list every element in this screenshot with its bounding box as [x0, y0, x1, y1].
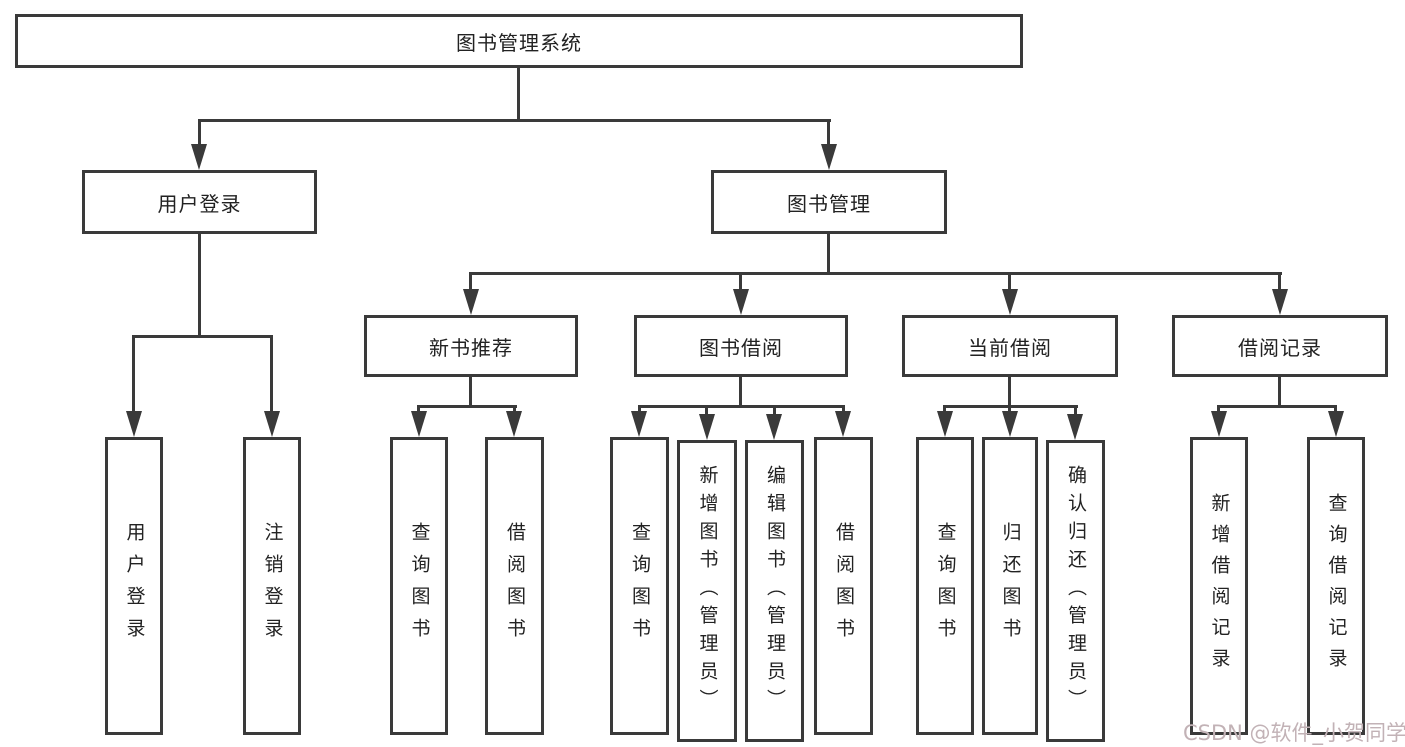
connector-borrow-record-feed	[1278, 377, 1281, 406]
leaf-cb-confirm-label: 确认归还（管理员）	[1065, 465, 1087, 717]
node-leaf-br-query: 查询借阅记录	[1307, 437, 1365, 735]
arrowhead-bb-query	[631, 411, 647, 437]
arrowhead-book-mgmt	[821, 144, 837, 170]
connector-drop-book-borrow	[739, 272, 742, 292]
leaf-rec-query-label: 查询图书	[408, 522, 431, 650]
leaf-rec-borrow-label: 借阅图书	[504, 522, 526, 650]
connector-user-login-feed	[198, 234, 201, 336]
arrowhead-br-query	[1328, 411, 1344, 437]
arrowhead-bb-add	[699, 414, 715, 440]
leaf-br-add-label: 新增借阅记录	[1208, 493, 1231, 679]
connector-user-login-rail	[133, 335, 272, 338]
connector-drop-br-add	[1217, 405, 1220, 413]
connector-book-mgmt-feed	[827, 234, 830, 274]
connector-drop-rec-query	[417, 405, 420, 413]
connector-new-book-rec-rail	[417, 405, 517, 408]
node-leaf-rec-borrow: 借阅图书	[485, 437, 544, 735]
node-leaf-logout: 注销登录	[243, 437, 301, 735]
connector-drop-leaf-logout	[270, 335, 273, 413]
watermark: CSDN @软件_小贺同学	[1183, 721, 1405, 745]
connector-drop-book-mgmt	[827, 119, 830, 147]
node-user-login-label: 用户登录	[157, 191, 242, 216]
arrowhead-leaf-user-login	[126, 411, 142, 437]
connector-book-borrow-feed	[739, 377, 742, 406]
connector-drop-bb-borrow	[842, 405, 845, 413]
node-leaf-bb-borrow: 借阅图书	[814, 437, 873, 735]
arrowhead-cb-query	[937, 411, 953, 437]
connector-current-borrow-feed	[1008, 377, 1011, 406]
node-borrow-record-label: 借阅记录	[1238, 335, 1322, 360]
arrowhead-br-add	[1211, 411, 1227, 437]
connector-drop-user-login	[198, 119, 201, 147]
connector-book-borrow-rail	[638, 405, 845, 408]
connector-borrow-record-rail	[1217, 405, 1337, 408]
node-leaf-bb-query: 查询图书	[610, 437, 669, 735]
leaf-bb-edit-label: 编辑图书（管理员）	[764, 465, 786, 717]
connector-drop-current-borrow	[1008, 272, 1011, 292]
leaf-br-query-label: 查询借阅记录	[1325, 493, 1348, 679]
node-leaf-rec-query: 查询图书	[390, 437, 448, 735]
node-new-book-rec-label: 新书推荐	[429, 335, 513, 360]
node-leaf-bb-add: 新增图书（管理员）	[677, 440, 737, 742]
leaf-logout-label: 注销登录	[261, 522, 284, 650]
connector-drop-bb-query	[638, 405, 641, 413]
leaf-bb-add-label: 新增图书（管理员）	[696, 465, 719, 717]
connector-drop-new-book-rec	[469, 272, 472, 292]
leaf-cb-return-label: 归还图书	[999, 522, 1022, 650]
connector-root-feed	[517, 68, 520, 122]
connector-drop-borrow-record	[1278, 272, 1281, 292]
connector-drop-cb-return	[1008, 405, 1011, 413]
leaf-bb-borrow-label: 借阅图书	[833, 522, 855, 650]
node-user-login: 用户登录	[82, 170, 317, 234]
connector-root-rail	[198, 119, 831, 122]
node-book-borrow: 图书借阅	[634, 315, 848, 377]
node-book-mgmt-label: 图书管理	[787, 191, 871, 216]
arrowhead-borrow-record	[1272, 289, 1288, 315]
node-book-borrow-label: 图书借阅	[699, 335, 783, 360]
arrowhead-bb-edit	[766, 414, 782, 440]
node-book-mgmt: 图书管理	[711, 170, 947, 234]
node-borrow-record: 借阅记录	[1172, 315, 1388, 377]
node-leaf-br-add: 新增借阅记录	[1190, 437, 1248, 735]
arrowhead-cb-confirm	[1067, 414, 1083, 440]
connector-book-mgmt-rail	[469, 272, 1282, 275]
connector-drop-leaf-user-login	[132, 335, 135, 413]
node-leaf-bb-edit: 编辑图书（管理员）	[745, 440, 804, 742]
node-root-label: 图书管理系统	[456, 30, 582, 55]
connector-drop-rec-borrow	[513, 405, 516, 413]
node-root: 图书管理系统	[15, 14, 1023, 68]
arrowhead-book-borrow	[733, 289, 749, 315]
node-current-borrow: 当前借阅	[902, 315, 1118, 377]
node-current-borrow-label: 当前借阅	[968, 335, 1052, 360]
node-new-book-rec: 新书推荐	[364, 315, 578, 377]
arrowhead-bb-borrow	[835, 411, 851, 437]
connector-new-book-rec-feed	[469, 377, 472, 406]
node-leaf-cb-confirm: 确认归还（管理员）	[1046, 440, 1105, 742]
connector-drop-bb-edit	[773, 405, 776, 415]
node-leaf-user-login: 用户登录	[105, 437, 163, 735]
leaf-cb-query-label: 查询图书	[934, 522, 957, 650]
arrowhead-rec-borrow	[506, 411, 522, 437]
connector-drop-cb-query	[943, 405, 946, 413]
leaf-bb-query-label: 查询图书	[629, 522, 651, 650]
connector-drop-br-query	[1334, 405, 1337, 413]
connector-drop-bb-add	[705, 405, 708, 415]
arrowhead-rec-query	[411, 411, 427, 437]
arrowhead-current-borrow	[1002, 289, 1018, 315]
arrowhead-cb-return	[1002, 411, 1018, 437]
leaf-user-login-label: 用户登录	[123, 522, 146, 650]
node-leaf-cb-query: 查询图书	[916, 437, 974, 735]
connector-drop-cb-confirm	[1074, 405, 1077, 415]
arrowhead-user-login	[191, 144, 207, 170]
node-leaf-cb-return: 归还图书	[982, 437, 1038, 735]
arrowhead-leaf-logout	[264, 411, 280, 437]
arrowhead-new-book-rec	[463, 289, 479, 315]
